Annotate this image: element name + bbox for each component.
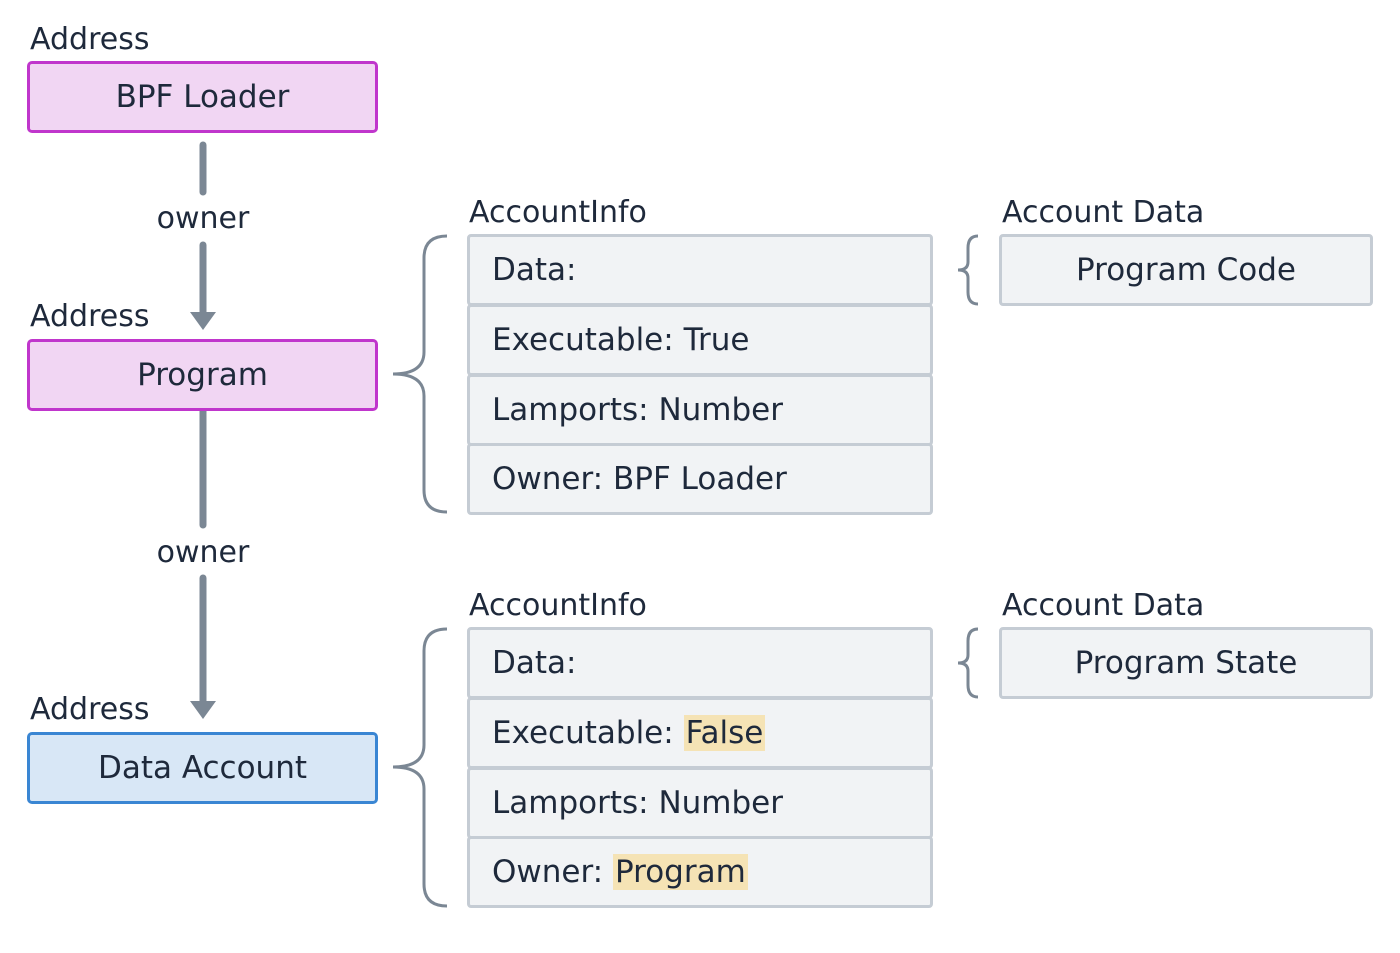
field-value: BPF Loader: [612, 461, 787, 497]
program-field-data: Data:: [467, 234, 933, 306]
account-data-brace-2: [957, 627, 979, 699]
account-data-brace-1: [957, 234, 979, 306]
field-key: Data:: [492, 252, 577, 288]
accountinfo-brace-1: [392, 234, 448, 514]
program-state-label: Program State: [1074, 645, 1298, 681]
field-key: Lamports:: [492, 392, 649, 428]
data-account-data-title: Account Data: [1002, 588, 1205, 623]
field-key: Data:: [492, 645, 577, 681]
program-field-lamports: Lamports: Number: [467, 374, 933, 446]
program-field-executable: Executable: True: [467, 304, 933, 376]
field-key: Owner:: [492, 461, 604, 497]
data-account-node: Data Account: [27, 732, 378, 804]
data-field-lamports: Lamports: Number: [467, 767, 933, 839]
field-key: Owner:: [492, 854, 604, 890]
accountinfo-brace-2: [392, 627, 448, 908]
program-field-owner: Owner: BPF Loader: [467, 443, 933, 515]
owner-arrow-1: [190, 141, 216, 330]
program-node: Program: [27, 339, 378, 411]
data-account-address-label: Address: [30, 692, 150, 727]
bpf-loader-address-label: Address: [30, 22, 150, 57]
field-key: Lamports:: [492, 785, 649, 821]
program-code-box: Program Code: [999, 234, 1373, 306]
field-key: Executable:: [492, 322, 674, 358]
field-value-highlighted: False: [683, 715, 766, 751]
data-field-data: Data:: [467, 627, 933, 699]
data-accountinfo-title: AccountInfo: [469, 588, 647, 623]
field-value: Number: [658, 785, 783, 821]
field-value-highlighted: Program: [612, 854, 748, 890]
program-address-label: Address: [30, 299, 150, 334]
data-account-name: Data Account: [97, 750, 308, 786]
owner-label-1: owner: [156, 201, 250, 236]
owner-arrow-2: [190, 407, 216, 719]
bpf-loader-node: BPF Loader: [27, 61, 378, 133]
data-field-owner: Owner: Program: [467, 836, 933, 908]
program-accountinfo-title: AccountInfo: [469, 195, 647, 230]
program-state-box: Program State: [999, 627, 1373, 699]
data-field-executable: Executable: False: [467, 697, 933, 769]
bpf-loader-name: BPF Loader: [115, 79, 290, 115]
program-account-data-title: Account Data: [1002, 195, 1205, 230]
field-value: True: [683, 322, 750, 358]
field-value: Number: [658, 392, 783, 428]
program-code-label: Program Code: [1075, 252, 1296, 288]
owner-label-2: owner: [156, 535, 250, 570]
program-name: Program: [137, 357, 268, 393]
field-key: Executable:: [492, 715, 674, 751]
